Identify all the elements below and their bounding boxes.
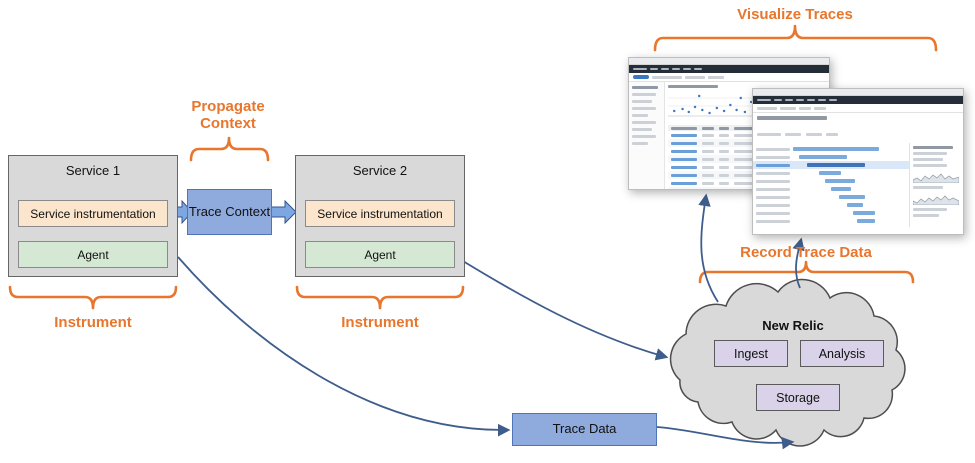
instrument-label-service1: Instrument: [54, 314, 132, 331]
mini-span-row: [753, 185, 909, 193]
brace-propagate-context: [189, 136, 270, 162]
service2-instrumentation-box: Service instrumentation: [305, 200, 455, 227]
arrow-agent2-to-cloud: [457, 257, 669, 361]
service1-agent-box: Agent: [18, 241, 168, 268]
mini-span-row: [753, 153, 909, 161]
mini-waterfall-wrap: [753, 143, 963, 227]
mini-filter-chip: [633, 75, 649, 79]
trace-data-box: Trace Data: [512, 413, 657, 446]
arrow-cloud-to-screenshot2: [792, 237, 805, 289]
mini-table-row: [668, 187, 826, 189]
mini-sparkline-chart: [913, 195, 959, 205]
service2-title: Service 2: [352, 163, 408, 178]
mini-span-row: [753, 209, 909, 217]
brace-record-trace-data: [698, 260, 915, 284]
mini-table-header: [668, 125, 826, 131]
arrow-trace-context-to-service2: [270, 199, 297, 225]
mini-browser-bar: [753, 89, 963, 96]
mini-browser-bar: [629, 58, 829, 65]
mini-filter-bar: [629, 73, 829, 82]
cloud-title: New Relic: [762, 318, 824, 333]
brace-instrument-service2: [295, 285, 465, 310]
trace-detail-screenshot: [752, 88, 964, 235]
record-trace-data-label: Record Trace Data: [740, 244, 872, 261]
service1-box: Service 1 Service instrumentation Agent: [8, 155, 178, 277]
ingest-box: Ingest: [714, 340, 788, 367]
visualize-traces-label: Visualize Traces: [737, 6, 853, 23]
brace-visualize-traces: [653, 24, 938, 52]
mini-body: [629, 82, 829, 189]
arrow-trace-data-to-cloud: [656, 426, 795, 450]
service2-agent-box: Agent: [305, 241, 455, 268]
brace-instrument-service1: [8, 285, 178, 310]
mini-span-row: [753, 169, 909, 177]
mini-side-panel: [909, 143, 963, 227]
mini-span-row-highlighted: [753, 161, 909, 169]
mini-span-row: [753, 177, 909, 185]
propagate-context-label: Propagate Context: [191, 98, 265, 133]
analysis-box: Analysis: [800, 340, 884, 367]
mini-span-row: [753, 217, 909, 225]
mini-app-bar: [753, 96, 963, 104]
arrow-cloud-to-screenshot1: [698, 193, 719, 303]
instrument-label-service2: Instrument: [341, 314, 419, 331]
mini-span-row: [753, 145, 909, 153]
storage-box: Storage: [756, 384, 840, 411]
trace-context-box: Trace Context: [187, 189, 272, 235]
mini-span-row: [753, 193, 909, 201]
service1-instrumentation-box: Service instrumentation: [18, 200, 168, 227]
mini-app-bar: [629, 65, 829, 73]
mini-span-row: [753, 201, 909, 209]
mini-sparkline-chart: [913, 173, 959, 183]
mini-waterfall: [753, 143, 909, 227]
mini-trace-title: [753, 113, 963, 143]
mini-sidebar: [629, 82, 665, 189]
service1-title: Service 1: [65, 163, 121, 178]
arrow-agent1-to-trace-data: [177, 256, 511, 437]
service2-box: Service 2 Service instrumentation Agent: [295, 155, 465, 277]
mini-toolbar: [753, 104, 963, 113]
